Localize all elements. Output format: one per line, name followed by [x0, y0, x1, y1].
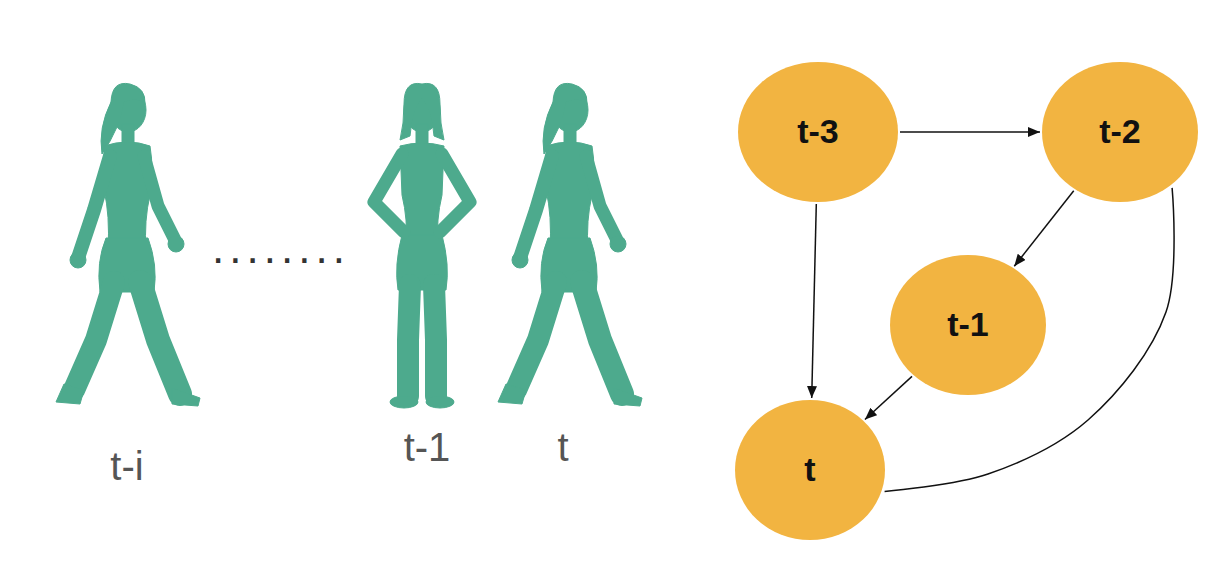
- node-label: t: [804, 451, 815, 488]
- time-label: t: [557, 425, 568, 469]
- time-step-circle: t-3: [738, 62, 898, 202]
- node-label: t-3: [797, 113, 839, 150]
- time-step-circle: t: [735, 400, 885, 540]
- walking-woman: [56, 83, 200, 406]
- standing-woman: [374, 83, 470, 408]
- walking-woman: [498, 83, 642, 406]
- node-label: t-1: [947, 306, 989, 343]
- arrow-connector: [865, 376, 912, 419]
- time-step-circle: t-2: [1042, 62, 1198, 202]
- node-label: t-2: [1099, 113, 1141, 150]
- time-step-circle: t-1: [890, 255, 1046, 395]
- arrow-connector: [1014, 191, 1073, 267]
- arrow-connector: [812, 204, 817, 398]
- arrow-connector: [900, 131, 1040, 133]
- time-label: t-i: [110, 444, 143, 488]
- time-label: t-1: [404, 425, 451, 469]
- ellipsis-dots: ........: [212, 224, 350, 272]
- curved-connector: [885, 188, 1174, 492]
